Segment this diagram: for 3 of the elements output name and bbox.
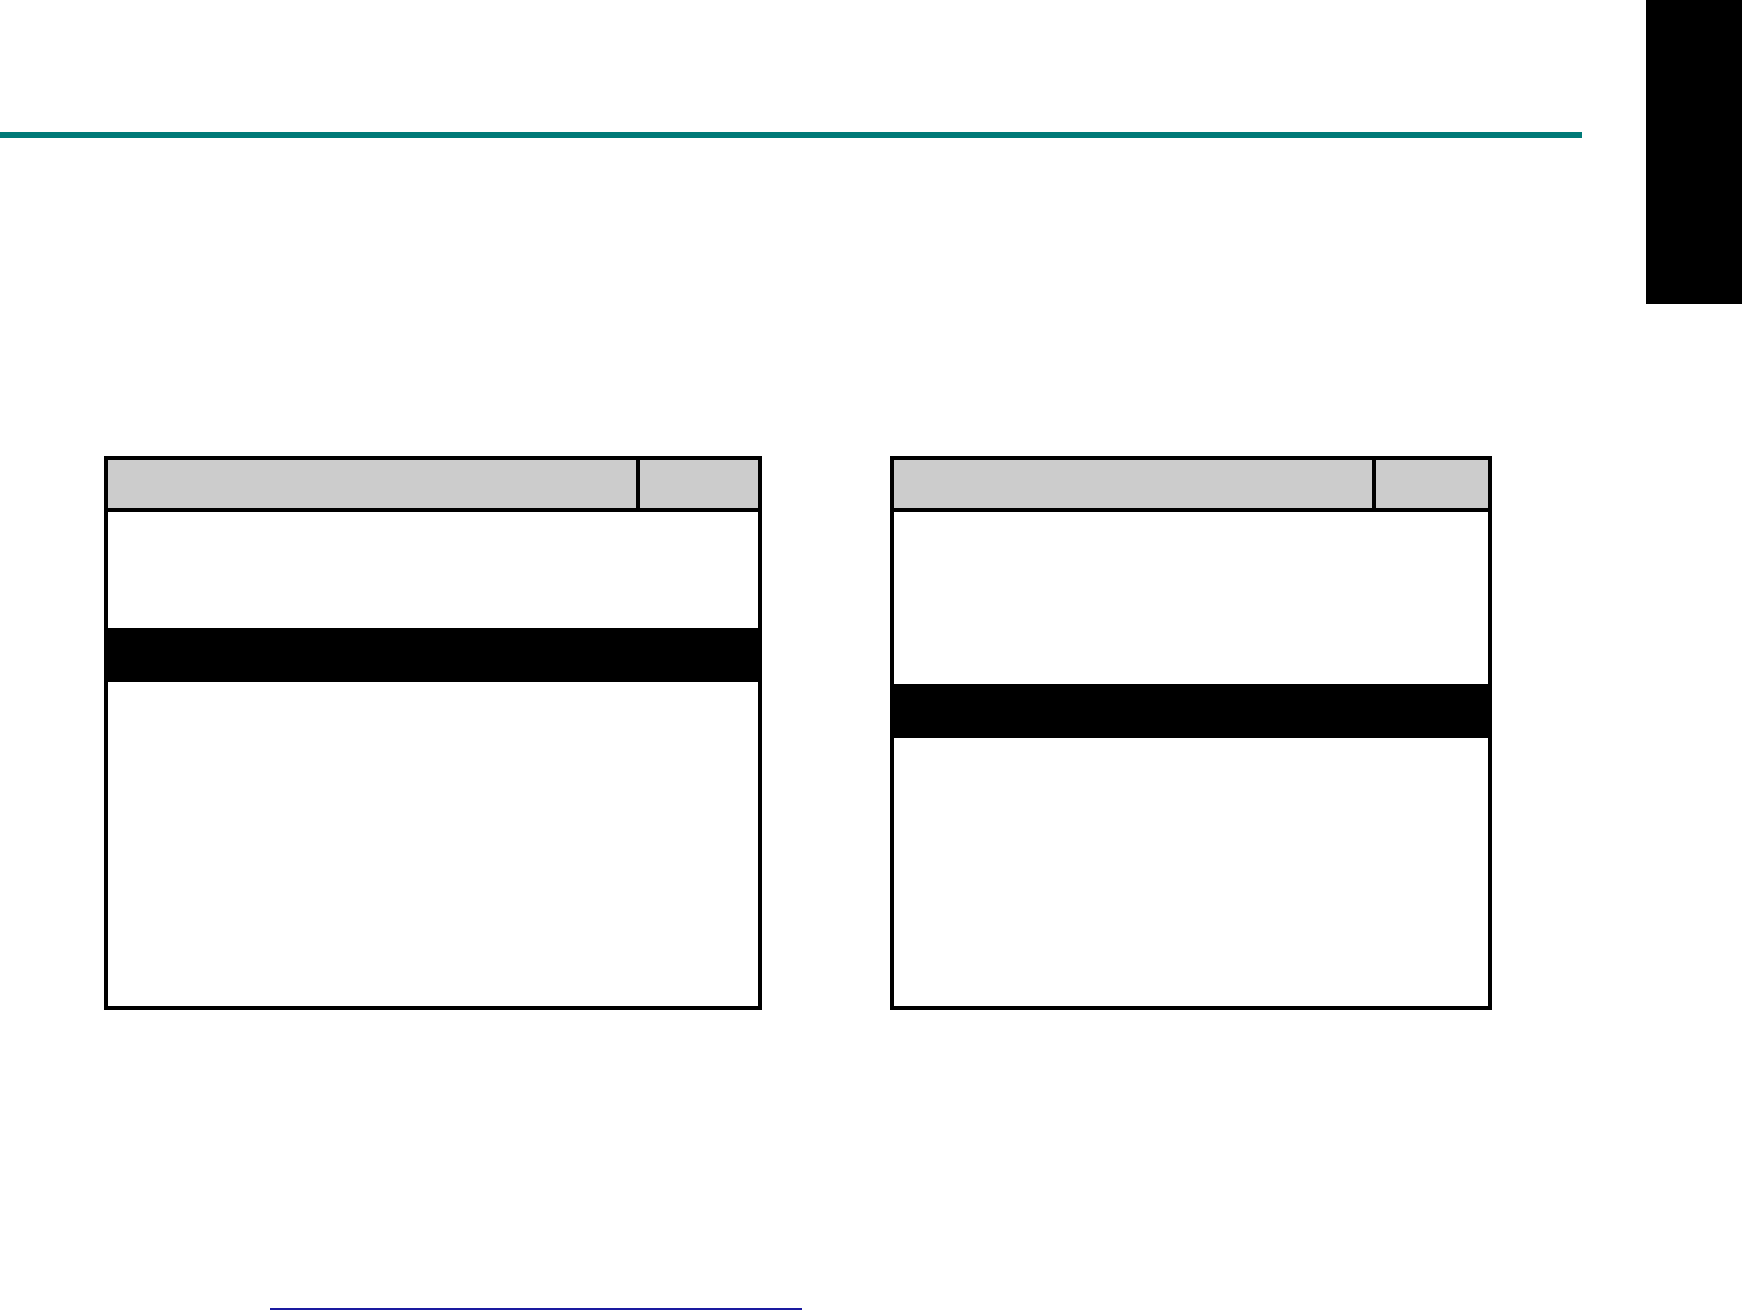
side-tab xyxy=(1646,0,1742,304)
menu-screen-drawing xyxy=(890,456,1492,1010)
menu-screen-drawing xyxy=(104,456,762,1010)
